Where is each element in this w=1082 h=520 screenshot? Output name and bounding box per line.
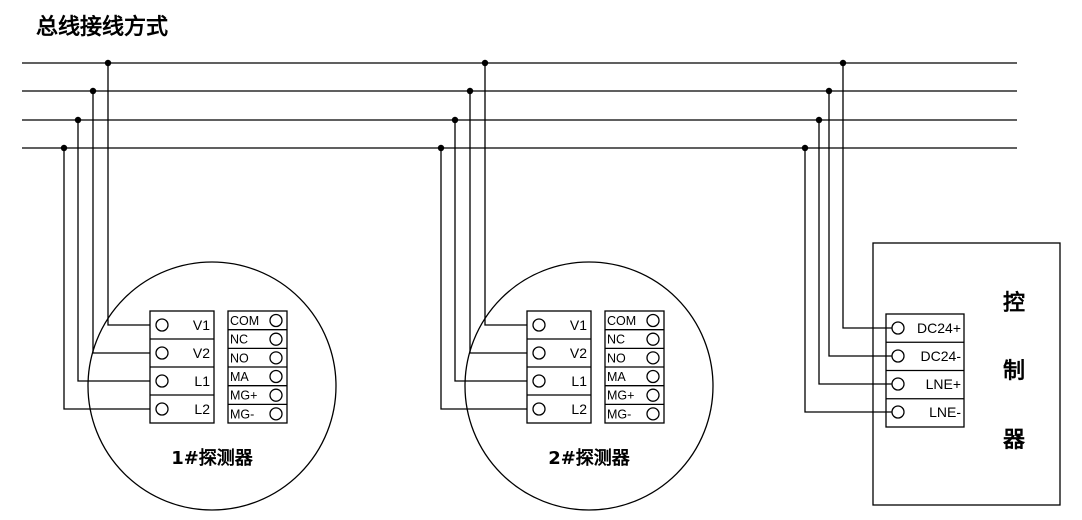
wire <box>828 91 892 357</box>
relay-terminal-label: MG- <box>607 407 631 421</box>
relay-terminal-label: NO <box>230 351 249 365</box>
junction-dot <box>89 87 97 95</box>
junction-dot <box>437 144 445 152</box>
terminal-screw-icon <box>532 402 546 416</box>
terminal-label: L1 <box>194 373 210 389</box>
junction-dot <box>839 59 847 67</box>
wire <box>804 148 892 413</box>
detector-label: 1#探测器 <box>171 447 254 469</box>
wire <box>484 63 527 326</box>
controller-label-char: 制 <box>1003 359 1025 384</box>
terminal-label: L1 <box>571 373 587 389</box>
controller-terminal-label: LNE+ <box>926 376 961 392</box>
wire <box>469 91 527 354</box>
wire <box>454 120 527 382</box>
controller-label-char: 器 <box>1002 428 1026 453</box>
terminal-screw-icon <box>891 321 905 335</box>
terminal-screw-icon <box>891 377 905 391</box>
wire <box>107 63 150 326</box>
relay-terminal-label: MA <box>230 370 249 384</box>
relay-terminal-label: COM <box>230 314 259 328</box>
terminal-screw-icon <box>155 346 169 360</box>
terminal-screw-icon <box>646 388 660 402</box>
terminal-screw-icon <box>269 332 283 346</box>
relay-terminal-label: MG+ <box>230 389 257 403</box>
junction-dot <box>815 116 823 124</box>
terminal-label: V2 <box>193 345 210 361</box>
wire <box>63 148 150 410</box>
terminal-screw-icon <box>532 318 546 332</box>
relay-terminal-label: MG- <box>230 407 254 421</box>
junction-dot <box>451 116 459 124</box>
terminal-screw-icon <box>269 388 283 402</box>
controller: 控 制 器 DC24+ DC24- LNE+ LNE- <box>801 59 1061 506</box>
terminal-label: L2 <box>571 401 587 417</box>
junction-dot <box>104 59 112 67</box>
terminal-screw-icon <box>646 313 660 328</box>
wire <box>818 120 892 385</box>
terminal-screw-icon <box>646 351 660 365</box>
terminal-screw-icon <box>646 369 660 384</box>
terminal-screw-icon <box>269 351 283 365</box>
wire <box>92 91 150 354</box>
relay-terminal-label: NO <box>607 351 626 365</box>
controller-terminal-label: DC24- <box>921 348 962 364</box>
terminal-label: V1 <box>570 317 587 333</box>
terminal-screw-icon <box>269 313 283 328</box>
terminal-screw-icon <box>532 374 546 388</box>
terminal-screw-icon <box>532 346 546 360</box>
terminal-screw-icon <box>155 318 169 332</box>
junction-dot <box>60 144 68 152</box>
diagram-title: 总线接线方式 <box>36 14 168 40</box>
terminal-screw-icon <box>891 405 905 419</box>
wire <box>440 148 527 410</box>
controller-terminal-label: LNE- <box>929 404 961 420</box>
junction-dot <box>74 116 82 124</box>
bus-lines <box>22 62 1017 149</box>
relay-terminal-label: MA <box>607 370 626 384</box>
terminal-screw-icon <box>891 349 905 363</box>
terminal-screw-icon <box>646 332 660 346</box>
terminal-screw-icon <box>646 407 660 421</box>
wire <box>842 63 892 329</box>
terminal-screw-icon <box>269 407 283 421</box>
relay-terminal-label: NC <box>230 333 248 347</box>
terminal-screw-icon <box>155 402 169 416</box>
relay-terminal-label: COM <box>607 314 636 328</box>
relay-terminal-label: MG+ <box>607 389 634 403</box>
junction-dot <box>466 87 474 95</box>
junction-dot <box>481 59 489 67</box>
terminal-label: L2 <box>194 401 210 417</box>
wire <box>77 120 150 382</box>
relay-terminal-label: NC <box>607 333 625 347</box>
terminal-screw-icon <box>269 369 283 384</box>
junction-dot <box>825 87 833 95</box>
controller-terminal-label: DC24+ <box>917 320 961 336</box>
terminal-label: V1 <box>193 317 210 333</box>
detector-label: 2#探测器 <box>548 447 631 469</box>
controller-label-char: 控 <box>1003 290 1025 316</box>
detector-outline <box>87 261 337 511</box>
junction-dot <box>801 144 809 152</box>
terminal-screw-icon <box>155 374 169 388</box>
detector-outline <box>464 261 714 511</box>
terminal-label: V2 <box>570 345 587 361</box>
